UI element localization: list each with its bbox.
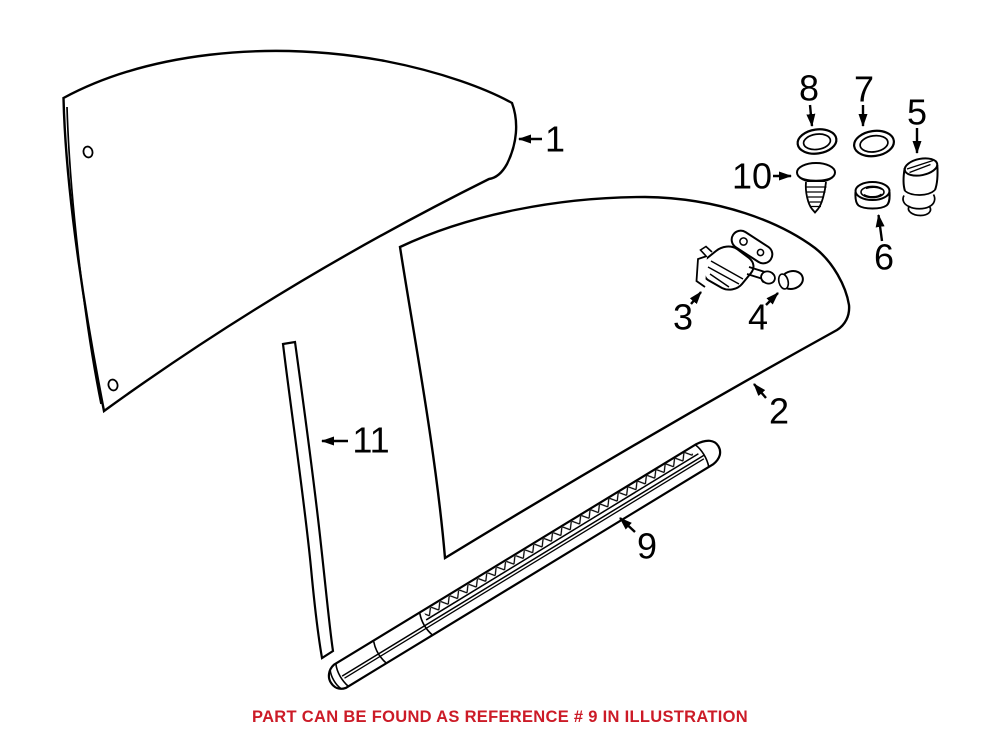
bracket-flange (695, 255, 708, 288)
callout-11-label: 11 (352, 420, 389, 461)
callout-4-arrow (765, 292, 779, 306)
part-10-push-rivet (796, 162, 836, 214)
molding-left-cap-lines (329, 663, 349, 690)
callout-11: 11 (321, 420, 390, 461)
callout-9-arrow (619, 517, 636, 533)
callout-8-arrow (806, 104, 816, 127)
part-11-channel-strip (281, 340, 335, 660)
rivet-head-rim (797, 175, 835, 182)
callout-2-arrow (753, 383, 767, 399)
molding-zigzag-band (423, 449, 694, 619)
reference-notice: PART CAN BE FOUND AS REFERENCE # 9 IN IL… (252, 708, 748, 726)
callout-6-arrow (875, 214, 885, 242)
callout-4-label: 4 (748, 297, 768, 338)
plug-top (903, 157, 939, 177)
callout-9: 9 (619, 517, 657, 567)
callout-2-label: 2 (769, 391, 789, 432)
bracket-plate-hole-1 (739, 237, 748, 246)
part-8-seal-ring (796, 128, 838, 155)
plug-foot (907, 205, 932, 217)
callout-3-arrow (689, 291, 702, 305)
ring7-inner (859, 134, 889, 153)
callout-1: 1 (518, 119, 565, 160)
bracket-knob-line (760, 272, 764, 283)
part-3-bracket (695, 229, 776, 291)
part-7-seal-ring (853, 129, 895, 158)
molding-joint-ticks (372, 613, 433, 664)
plug-rib-1 (904, 189, 936, 196)
part-5-plug (902, 157, 939, 217)
bracket-ribs (707, 260, 744, 288)
callout-3: 3 (673, 291, 702, 338)
callout-2: 2 (753, 383, 789, 432)
door-glass-hole-bottom (107, 378, 119, 392)
plug-sides (902, 164, 939, 192)
callout-5: 5 (907, 92, 927, 154)
bushing-opening (777, 273, 790, 290)
bracket-tab (699, 245, 713, 257)
grommet-inner-arc (863, 186, 883, 198)
rivet-threads (805, 186, 827, 208)
callout-3-label: 3 (673, 297, 693, 338)
callout-7-label: 7 (854, 69, 874, 110)
molding-mid-line-1 (341, 454, 705, 677)
callout-5-label: 5 (907, 92, 927, 133)
door-glass-outline (62, 49, 518, 414)
callout-10-label: 10 (732, 156, 772, 197)
callout-6: 6 (874, 214, 894, 278)
callout-4: 4 (748, 292, 779, 338)
door-glass-hole-top (82, 145, 94, 159)
callout-8: 8 (799, 68, 819, 127)
part-4-bushing (777, 270, 804, 290)
callout-8-label: 8 (799, 68, 819, 109)
part-6-grommet (854, 181, 891, 210)
callout-1-label: 1 (545, 119, 565, 160)
callout-7: 7 (854, 69, 874, 127)
bracket-plate-hole-2 (756, 248, 765, 257)
plug-slot (906, 159, 934, 174)
molding-right-cap-line (694, 444, 710, 468)
plug-rib-2 (902, 194, 936, 208)
door-glass-edge-line (66, 106, 102, 405)
part-1-door-glass (62, 49, 518, 414)
molding-channel-line (425, 453, 699, 621)
callout-9-label: 9 (637, 526, 657, 567)
callout-10: 10 (732, 156, 792, 197)
quarter-glass-outline (398, 195, 851, 561)
ring8-inner (802, 133, 832, 151)
grommet-opening (860, 185, 885, 199)
callouts: 1 2 3 4 5 6 7 8 (321, 68, 927, 567)
callout-6-label: 6 (874, 237, 894, 278)
part-9-belt-molding (327, 439, 722, 690)
channel-strip-outline (281, 340, 335, 660)
molding-mid-line-2 (344, 458, 705, 679)
part-2-quarter-glass (398, 195, 851, 561)
